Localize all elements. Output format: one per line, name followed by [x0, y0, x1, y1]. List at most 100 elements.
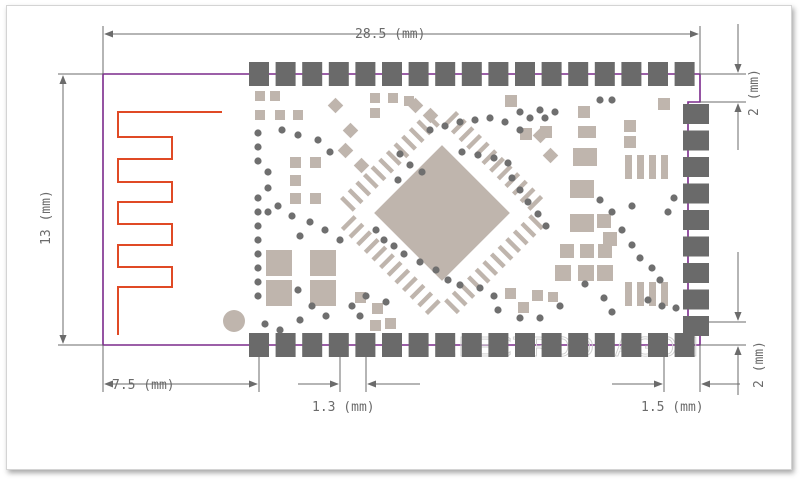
chip-pin	[512, 229, 529, 246]
chip-pin	[379, 253, 395, 270]
via	[314, 136, 322, 144]
chip-pin	[370, 165, 387, 182]
pad	[488, 333, 509, 357]
smd-component	[624, 120, 636, 132]
via	[456, 281, 464, 289]
passive-components	[255, 91, 670, 331]
smd-component	[505, 288, 516, 299]
via	[508, 174, 516, 182]
chip-pin	[401, 134, 417, 151]
smd-component	[355, 292, 366, 303]
chip-pin	[424, 299, 441, 315]
via	[524, 198, 532, 206]
smd-component	[578, 106, 590, 118]
chip-pin	[497, 244, 514, 261]
chip-pin	[505, 237, 522, 254]
via	[254, 292, 262, 300]
resistor-array-element	[661, 155, 668, 179]
via	[501, 118, 509, 126]
chip-pin	[393, 142, 410, 159]
chip-pin	[466, 133, 483, 150]
smd-component	[310, 193, 321, 204]
via	[608, 308, 616, 316]
via	[664, 208, 672, 216]
chip-pin	[385, 150, 402, 166]
chip-pin	[355, 180, 372, 197]
chip-pin	[340, 215, 357, 231]
smd-component	[570, 214, 594, 232]
chip-pin	[408, 127, 425, 143]
smd-component	[290, 175, 301, 186]
smd-component	[580, 244, 594, 258]
via	[441, 122, 449, 130]
via	[494, 306, 502, 314]
via	[536, 314, 544, 322]
chip-pin	[394, 268, 411, 285]
pad	[408, 62, 429, 86]
via	[534, 210, 542, 218]
via	[516, 186, 524, 194]
chip-pin	[401, 276, 418, 293]
via	[278, 126, 286, 134]
smd-component	[385, 318, 396, 329]
via	[551, 108, 559, 116]
pad	[683, 130, 709, 151]
chip-pin	[363, 238, 380, 254]
via	[254, 222, 262, 230]
via	[504, 159, 512, 167]
pad	[302, 333, 323, 357]
pad	[355, 333, 376, 357]
edge-top-label: 2 (mm)	[747, 69, 762, 116]
bottom-pad-row	[249, 333, 695, 357]
via	[362, 292, 370, 300]
via	[596, 196, 604, 204]
resistor-array-element	[625, 282, 632, 306]
mcu-chip-pins	[340, 111, 544, 315]
pad	[275, 62, 296, 86]
via	[600, 294, 608, 302]
smd-component	[266, 280, 292, 306]
via	[321, 226, 329, 234]
antenna-trace	[117, 111, 222, 335]
chip-pin	[348, 222, 365, 239]
via	[490, 154, 498, 162]
chip-pin	[444, 298, 460, 315]
pad	[515, 333, 535, 357]
chip-pin	[481, 149, 498, 166]
via	[432, 266, 440, 274]
via	[418, 168, 426, 176]
via	[658, 302, 666, 310]
smd-component	[570, 180, 594, 198]
via	[476, 284, 484, 292]
via	[526, 114, 534, 122]
pad	[683, 104, 709, 124]
pad	[683, 210, 709, 230]
via	[348, 302, 356, 310]
smd-component	[310, 250, 336, 276]
smd-component	[388, 93, 398, 103]
pad	[594, 333, 615, 357]
smd-component	[370, 108, 380, 118]
via	[322, 312, 330, 320]
chip-pin	[443, 111, 460, 127]
via	[490, 292, 498, 300]
chip-pin	[451, 290, 468, 307]
via	[516, 314, 524, 322]
smd-component	[532, 127, 549, 144]
via	[288, 212, 296, 220]
via	[581, 280, 589, 288]
via	[400, 250, 408, 258]
via	[382, 298, 390, 306]
chip-pin	[527, 195, 544, 211]
smd-component	[353, 157, 370, 174]
pad	[541, 333, 562, 357]
via	[264, 208, 272, 216]
pad	[328, 62, 349, 86]
via	[670, 194, 678, 202]
pad	[328, 333, 349, 357]
chip-pin	[489, 156, 505, 173]
via	[261, 320, 269, 328]
smd-component	[293, 110, 303, 120]
smd-component	[270, 91, 280, 101]
via	[474, 151, 482, 159]
